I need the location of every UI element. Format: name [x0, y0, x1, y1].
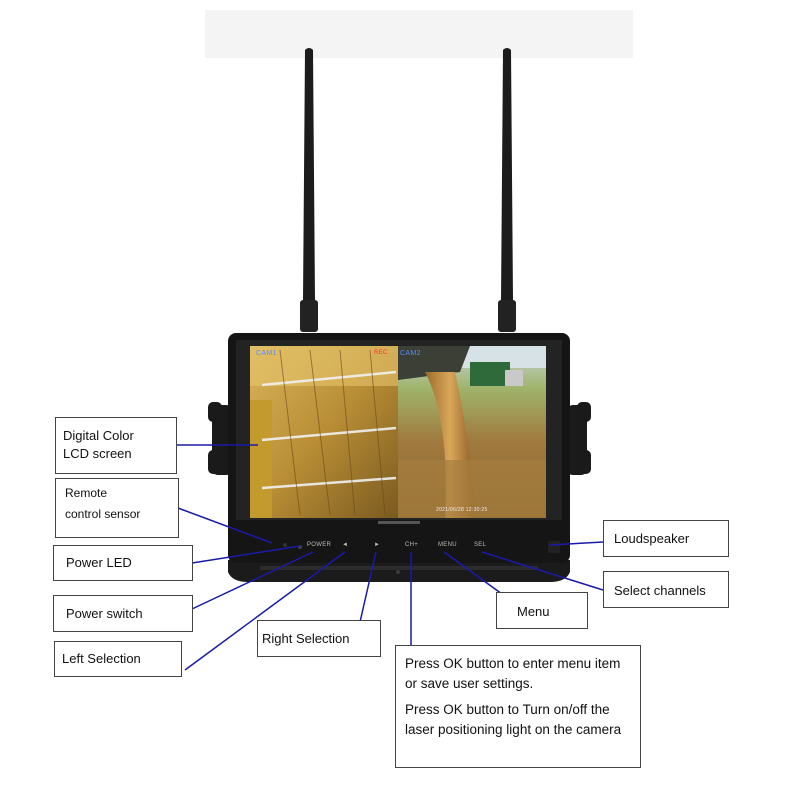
left-selection-button[interactable]: ◄	[342, 542, 349, 548]
leader-left-selection	[184, 551, 346, 671]
cam1-label: CAM1	[256, 350, 277, 357]
leader-loudspeaker	[549, 541, 604, 546]
left-selection-label: Left Selection	[62, 651, 141, 666]
leader-right-selection	[359, 551, 377, 623]
remote-sensor-dot	[283, 543, 287, 547]
leader-power-led	[191, 545, 301, 564]
leader-select	[481, 551, 604, 591]
ch-ok-button[interactable]: CH+	[405, 542, 419, 548]
right-selection-button[interactable]: ►	[374, 542, 381, 548]
mount-knob-right	[567, 402, 591, 475]
power-switch-label: Power switch	[66, 606, 143, 621]
callout-remote-sensor: Remote control sensor	[55, 478, 179, 538]
lcd-line-2: LCD screen	[63, 446, 132, 461]
screen-timestamp: 2021/06/28 12:30:25	[436, 507, 488, 513]
callout-loudspeaker: Loudspeaker	[603, 520, 729, 557]
right-selection-label: Right Selection	[262, 631, 350, 646]
sel-button[interactable]: SEL	[474, 542, 487, 548]
loudspeaker-label: Loudspeaker	[614, 531, 690, 546]
select-channels-label: Select channels	[614, 583, 706, 598]
cam2-label: CAM2	[400, 350, 421, 357]
leader-power-switch	[191, 551, 314, 610]
camera-view-right	[398, 346, 546, 518]
callout-power-led: Power LED	[53, 545, 193, 581]
remote-line-2: control sensor	[65, 507, 141, 521]
callout-ok-info: Press OK button to enter menu item or sa…	[395, 645, 641, 768]
menu-button[interactable]: MENU	[438, 542, 457, 548]
power-led-label: Power LED	[66, 555, 132, 570]
callout-menu: Menu	[496, 592, 588, 629]
ok-info-line-1: Press OK button to enter menu item or sa…	[405, 656, 621, 691]
power-button[interactable]: POWER	[307, 542, 332, 548]
mount-knob-left	[208, 402, 232, 475]
rec-indicator: REC	[374, 350, 388, 356]
antenna-right	[498, 48, 516, 332]
callout-power-switch: Power switch	[53, 595, 193, 632]
callout-right-selection: Right Selection	[257, 620, 381, 657]
camera-view-left	[250, 346, 398, 518]
antenna-left	[300, 48, 318, 332]
remote-line-1: Remote	[65, 486, 108, 500]
leader-menu	[443, 551, 503, 595]
ok-info-line-2: Press OK button to Turn on/off the laser…	[405, 702, 622, 737]
callout-lcd-screen: Digital Color LCD screen	[55, 417, 177, 474]
menu-label: Menu	[517, 604, 550, 619]
lcd-line-1: Digital Color	[63, 428, 134, 443]
callout-select-channels: Select channels	[603, 571, 729, 608]
leader-remote	[177, 507, 273, 544]
callout-left-selection: Left Selection	[54, 641, 182, 677]
top-band	[205, 10, 633, 58]
